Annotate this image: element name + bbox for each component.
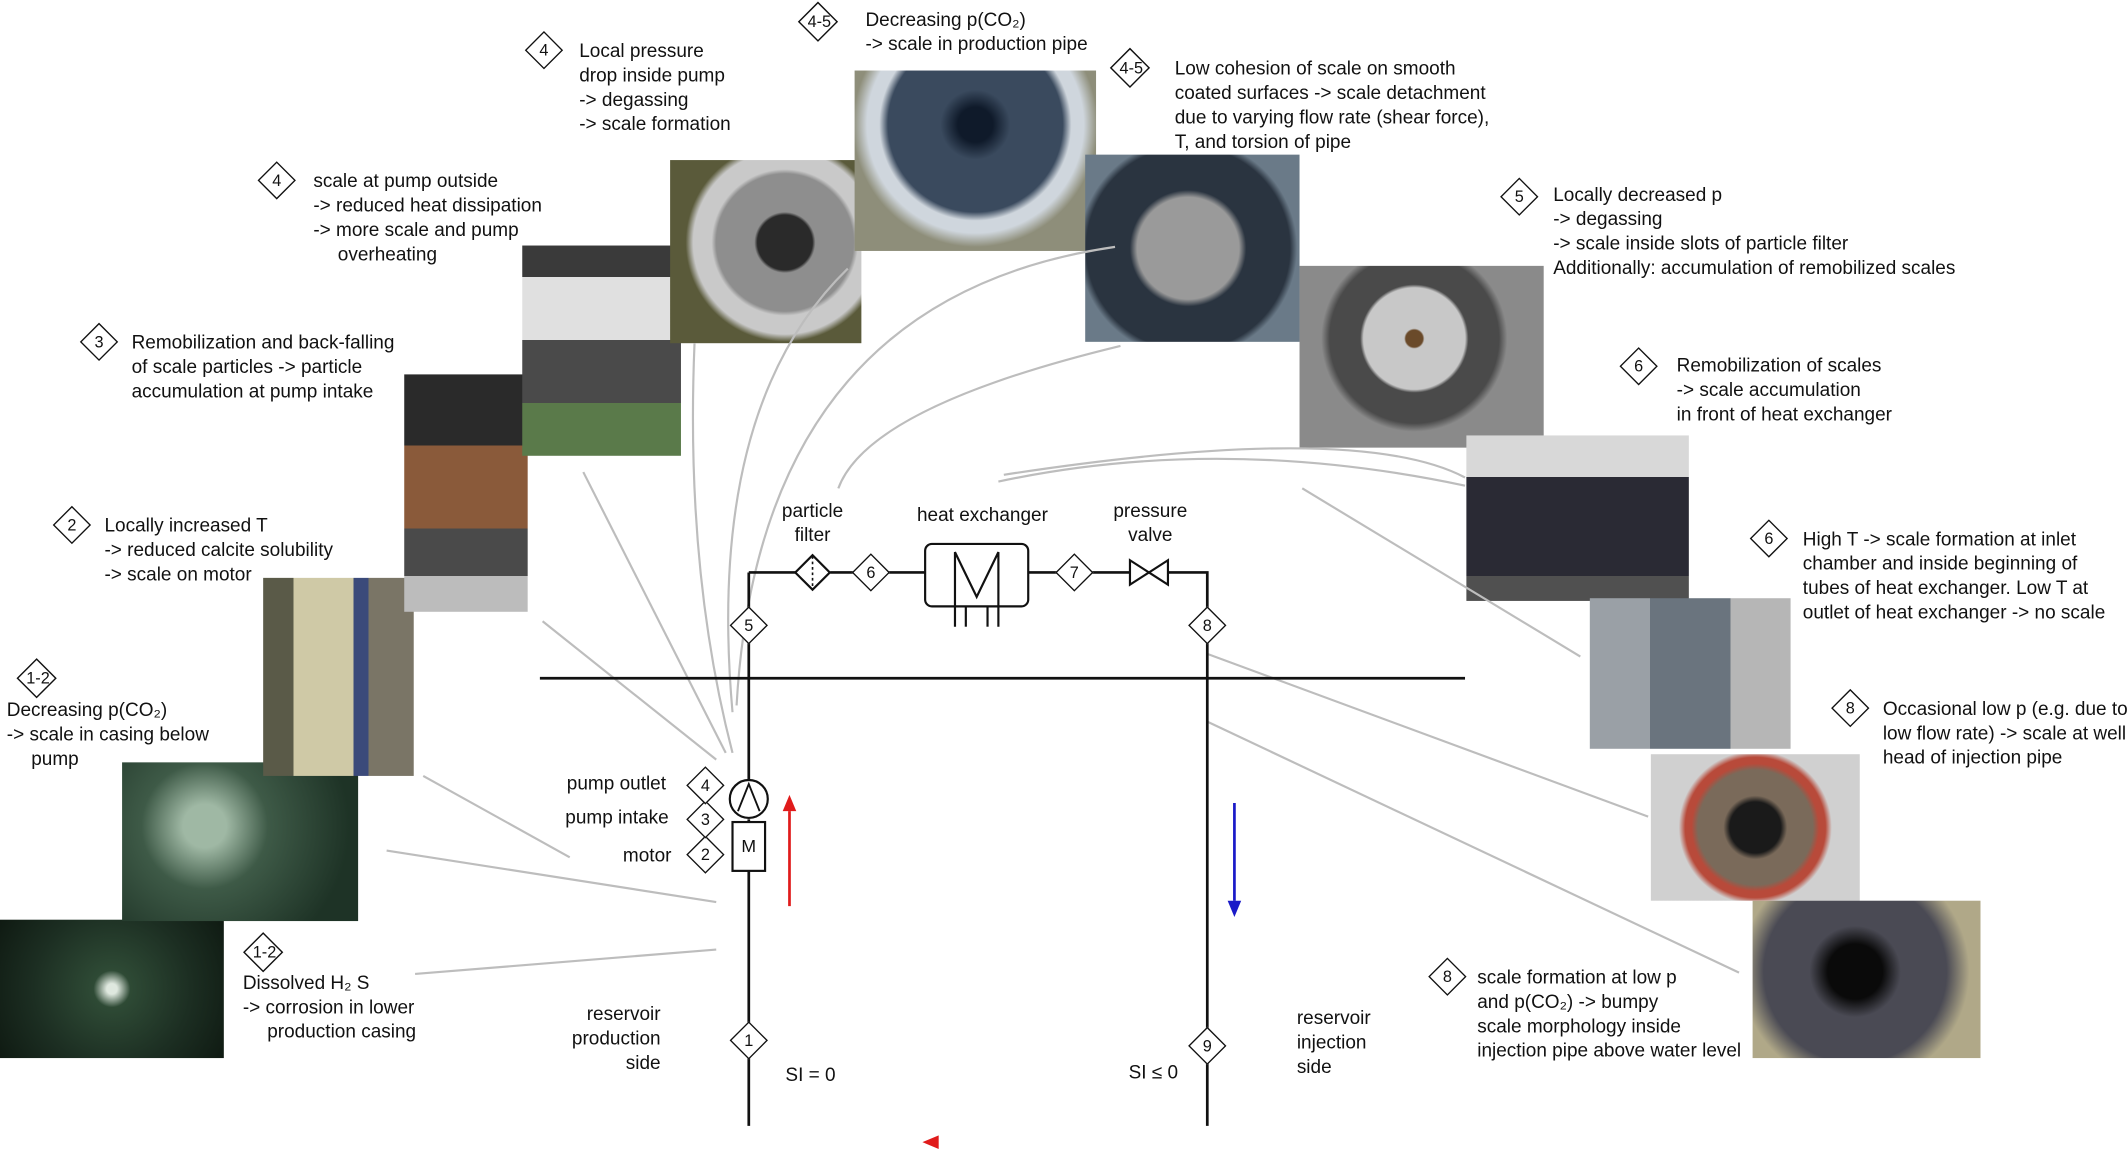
annotation-pump-intake-remobilization: Remobilization and back-falling of scale…	[131, 330, 395, 402]
motor-label: motor	[622, 843, 672, 866]
annotation-heat-exchanger-accumulation: Remobilization of scales -> scale accumu…	[1676, 354, 1893, 425]
node-marker-1: 1	[729, 1021, 768, 1060]
marker-4-local-pressure: 4	[524, 31, 564, 70]
photo-heat-exchanger-inlet	[1589, 598, 1791, 749]
photo-casing-scale	[122, 762, 359, 922]
photo-production-pipe	[854, 70, 1097, 251]
annotation-heat-exchanger-inlet-scale: High T -> scale formation at inlet chamb…	[1802, 527, 2106, 623]
photo-injection-pipe	[1752, 900, 1981, 1059]
annotation-casing-scale: Decreasing p(CO₂) -> scale in casing bel…	[6, 698, 209, 770]
heat-exchanger-label: heat exchanger	[916, 503, 1048, 525]
pressure-valve-symbol	[1128, 558, 1170, 587]
annotation-particle-filter-scale: Locally decreased p -> degassing -> scal…	[1553, 183, 1956, 279]
photo-particle-filter	[1299, 265, 1544, 448]
node-marker-2: 2	[686, 835, 725, 874]
node-marker-7: 7	[1055, 553, 1094, 592]
motor-box-label: M	[741, 835, 757, 856]
marker-5-filter: 5	[1500, 177, 1539, 216]
annotation-wellhead-scale: Occasional low p (e.g. due to low flow r…	[1882, 697, 2127, 768]
annotation-injection-pipe-scale: scale formation at low p and p(CO₂) -> b…	[1477, 965, 1742, 1061]
photo-h2s-corrosion	[0, 919, 224, 1059]
pressure-valve-label: pressure valve	[1113, 499, 1188, 546]
injection-side-label: reservoir injection side	[1296, 1006, 1371, 1078]
flow-down-arrow	[1227, 803, 1242, 917]
particle-filter-label: particle filter	[781, 499, 844, 546]
annotation-scale-detachment: Low cohesion of scale on smooth coated s…	[1174, 56, 1490, 152]
marker-6-remobilization: 6	[1619, 347, 1658, 386]
node-marker-8: 8	[1188, 606, 1227, 645]
annotation-pump-outside-scale: scale at pump outside -> reduced heat di…	[313, 169, 542, 265]
photo-pump-intake	[404, 374, 528, 612]
flow-up-arrow	[782, 794, 797, 907]
pipe-lines	[539, 571, 1466, 1126]
marker-6-high-t: 6	[1749, 519, 1789, 558]
marker-4-5-cohesion: 4-5	[1104, 47, 1158, 88]
pump-outlet-label: pump outlet	[566, 771, 667, 794]
photo-motor-scale	[263, 577, 414, 776]
marker-4-pump-outside: 4	[257, 161, 296, 200]
marker-3-remobilization: 3	[79, 322, 119, 362]
photo-coated-pipe	[1085, 154, 1300, 342]
annotation-pump-pressure-drop: Local pressure drop inside pump -> degas…	[579, 39, 731, 135]
marker-2-motor: 2	[52, 505, 92, 545]
marker-1-2-casing: 1-2	[11, 658, 65, 699]
production-side-label: reservoir production side	[571, 1002, 661, 1073]
photo-wellhead	[1650, 754, 1860, 901]
photo-pump-inside	[670, 160, 862, 344]
marker-1-2-h2s: 1-2	[237, 932, 291, 973]
node-marker-3: 3	[686, 800, 725, 839]
photo-pump-outside	[522, 245, 681, 456]
pump-intake-label: pump intake	[565, 805, 669, 828]
motor-box	[731, 820, 767, 872]
node-marker-9: 9	[1188, 1026, 1227, 1066]
node-marker-6: 6	[851, 553, 891, 592]
flow-return-arrow	[922, 1135, 1034, 1149]
marker-8-bumpy: 8	[1428, 957, 1467, 996]
particle-filter-symbol	[793, 553, 832, 592]
pump-symbol	[728, 778, 769, 820]
marker-8-low-p: 8	[1831, 688, 1870, 728]
annotation-production-pipe-scale: Decreasing p(CO₂) -> scale in production…	[865, 8, 1088, 55]
node-marker-5: 5	[729, 606, 768, 645]
annotation-h2s-corrosion: Dissolved H₂ S -> corrosion in lower pro…	[242, 971, 417, 1042]
si-injection-label: SI ≤ 0	[1128, 1060, 1179, 1083]
si-production-label: SI = 0	[785, 1063, 836, 1086]
marker-4-5-production-pipe: 4-5	[792, 1, 846, 42]
annotation-motor-scale: Locally increased T -> reduced calcite s…	[104, 514, 333, 585]
photo-heat-exchanger-front	[1466, 435, 1689, 601]
heat-exchanger-symbol	[924, 542, 1030, 627]
node-marker-4: 4	[686, 766, 725, 805]
